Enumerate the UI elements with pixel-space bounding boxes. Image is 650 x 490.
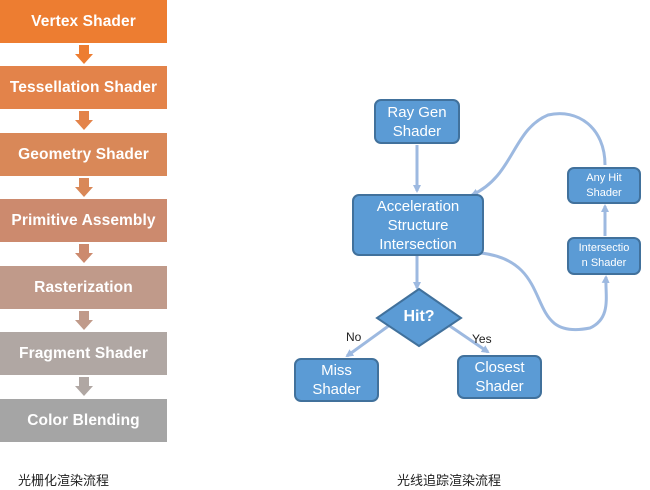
stage-label: Color Blending bbox=[27, 411, 140, 429]
intersection-shader-node: Intersectio n Shader bbox=[567, 237, 641, 275]
stage-label: Tessellation Shader bbox=[9, 78, 158, 96]
down-arrow-icon bbox=[75, 178, 93, 198]
hit-diamond bbox=[375, 287, 463, 348]
stage-label: Vertex Shader bbox=[31, 12, 136, 30]
stage-geometry-shader: Geometry Shader bbox=[0, 133, 167, 176]
node-line: Shader bbox=[392, 122, 442, 140]
node-line: Miss bbox=[321, 362, 352, 379]
down-arrow-icon bbox=[75, 311, 93, 331]
stage-primitive-assembly: Primitive Assembly bbox=[0, 199, 167, 242]
stage-vertex-shader: Vertex Shader bbox=[0, 0, 167, 43]
down-arrow-icon bbox=[75, 111, 93, 131]
any-hit-shader-node: Any Hit Shader bbox=[567, 167, 641, 204]
miss-shader-node: Miss Shader bbox=[294, 358, 379, 402]
stage-label: Rasterization bbox=[34, 278, 133, 296]
down-arrow-icon bbox=[75, 45, 93, 65]
hit-diamond-label: Hit? bbox=[403, 308, 435, 325]
raster-caption: 光栅化渲染流程 bbox=[18, 473, 110, 488]
node-line: Shader bbox=[475, 378, 524, 395]
stage-label: Primitive Assembly bbox=[11, 211, 156, 229]
node-line: Closest bbox=[474, 359, 525, 376]
down-arrow-icon bbox=[75, 244, 93, 264]
ray-gen-shader-node: Ray Gen Shader bbox=[374, 99, 460, 144]
node-line: Intersection bbox=[379, 235, 457, 253]
edge-accel-intersection bbox=[480, 251, 610, 332]
stage-rasterization: Rasterization bbox=[0, 266, 167, 309]
node-line: Acceleration bbox=[376, 197, 460, 215]
stage-tessellation-shader: Tessellation Shader bbox=[0, 66, 167, 109]
raytracing-caption: 光线追踪渲染流程 bbox=[397, 473, 502, 488]
edge-hit-miss bbox=[345, 320, 395, 358]
node-line: Shader bbox=[312, 381, 361, 398]
node-line: Intersectio bbox=[578, 242, 630, 254]
stage-label: Fragment Shader bbox=[19, 344, 148, 362]
edge-hit-closest bbox=[443, 320, 490, 354]
stage-label: Geometry Shader bbox=[18, 145, 149, 163]
stage-fragment-shader: Fragment Shader bbox=[0, 332, 167, 375]
node-line: Structure bbox=[387, 216, 449, 234]
node-line: Ray Gen bbox=[387, 103, 447, 121]
node-line: Shader bbox=[586, 186, 622, 199]
acceleration-structure-node: Acceleration Structure Intersection bbox=[352, 194, 484, 256]
edge-label-no: No bbox=[346, 330, 362, 344]
node-line: Any Hit bbox=[586, 171, 622, 184]
node-line: n Shader bbox=[581, 257, 627, 269]
edge-label-yes: Yes bbox=[472, 332, 492, 346]
down-arrow-icon bbox=[75, 377, 93, 397]
stage-color-blending: Color Blending bbox=[0, 399, 167, 442]
edge-anyhit-accel bbox=[470, 112, 607, 197]
closest-shader-node: Closest Shader bbox=[457, 355, 542, 399]
